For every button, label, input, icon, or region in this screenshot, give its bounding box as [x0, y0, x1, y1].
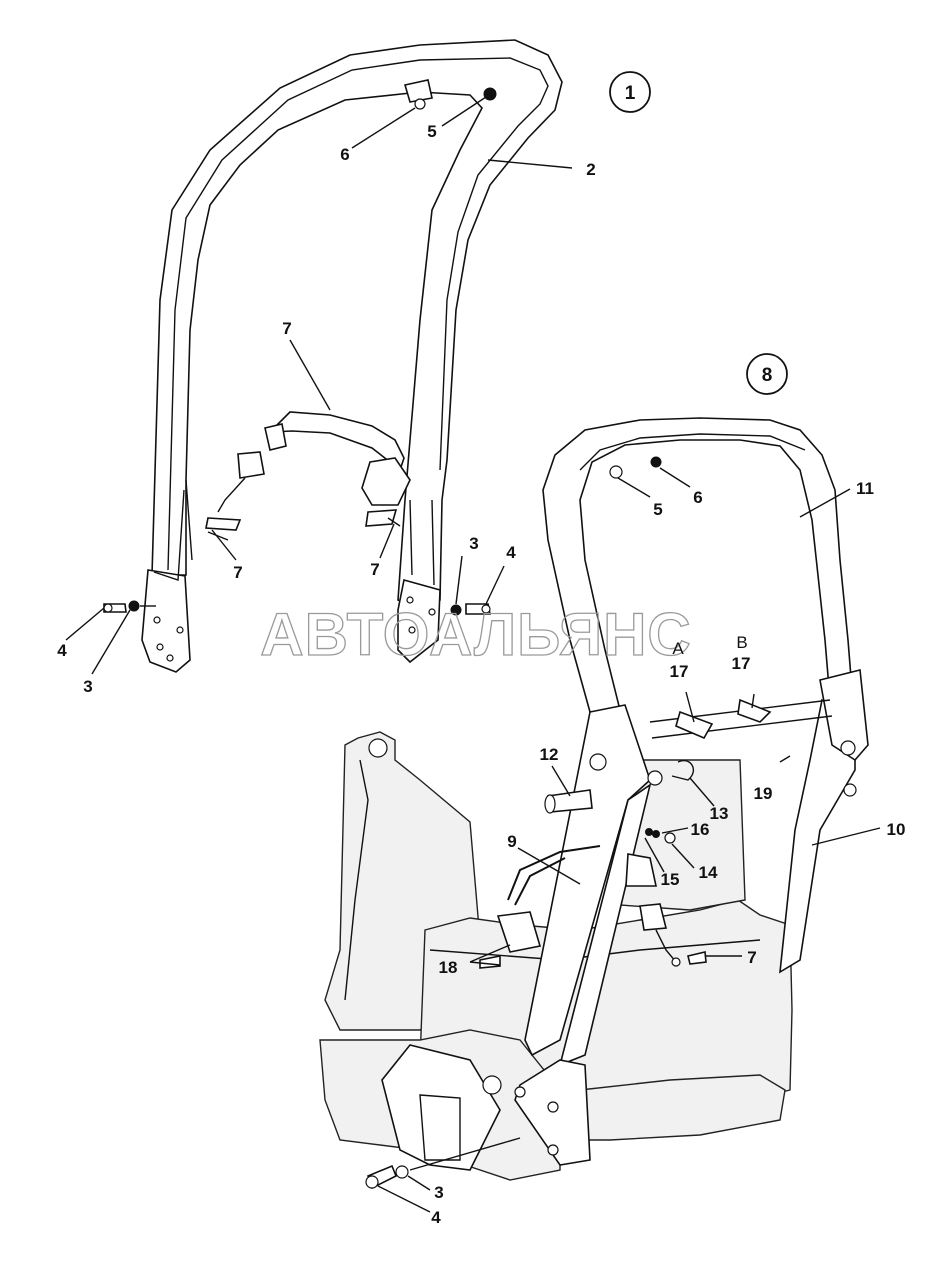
watermark: АВТОАЛЬЯНС — [260, 601, 692, 668]
callout-16: 16 — [691, 820, 710, 839]
callout-17-a: 17 — [670, 662, 689, 681]
callout-4-upper-right: 4 — [506, 543, 516, 562]
letter-a: A — [672, 639, 684, 658]
left-mount-plate — [141, 569, 191, 673]
callout-4-upper-left: 4 — [57, 641, 67, 660]
leaders-upper — [65, 96, 573, 675]
callout-3-upper-left: 3 — [83, 677, 92, 696]
bolts-upper-left — [103, 600, 156, 613]
bucket-bracket — [381, 1044, 501, 1171]
callout-12: 12 — [540, 745, 559, 764]
callout-3-lower: 3 — [434, 1183, 443, 1202]
callout-17-b: 17 — [732, 654, 751, 673]
callout-10: 10 — [887, 820, 906, 839]
callout-5-lower: 5 — [653, 500, 662, 519]
callout-9: 9 — [507, 832, 516, 851]
seat-belt-upper — [205, 411, 411, 541]
callout-15: 15 — [661, 870, 680, 889]
callout-6-upper: 6 — [340, 145, 349, 164]
view-8-label: 8 — [762, 365, 773, 386]
nut-5 — [483, 87, 497, 101]
bolts-upper-right — [450, 603, 491, 616]
rollbar-lower — [514, 417, 869, 1166]
rollbar-upper — [141, 39, 563, 673]
seat-belt-lower — [496, 845, 681, 967]
pad-6 — [414, 98, 426, 110]
callout-6-lower: 6 — [693, 488, 702, 507]
left-upright — [524, 704, 651, 1057]
callout-18: 18 — [439, 958, 458, 977]
leaders-lower — [377, 467, 881, 1213]
view-1-marker: 1 — [609, 71, 651, 113]
bolts-lower — [365, 828, 707, 1190]
decal-a — [675, 710, 714, 740]
callout-14: 14 — [699, 863, 718, 882]
pin-and-clip — [544, 759, 694, 814]
callout-4-lower: 4 — [431, 1208, 441, 1227]
view-1-label: 1 — [625, 83, 636, 104]
callout-19: 19 — [754, 784, 773, 803]
callout-7-right: 7 — [370, 560, 379, 579]
letter-b: B — [736, 633, 747, 652]
callout-11: 11 — [856, 479, 874, 498]
callout-7-lower: 7 — [747, 948, 756, 967]
callout-13: 13 — [710, 804, 729, 823]
callout-2: 2 — [586, 160, 595, 179]
callout-7-left: 7 — [233, 563, 242, 582]
callout-7-belt: 7 — [282, 319, 291, 338]
decal-b — [737, 698, 772, 723]
view-8-marker: 8 — [746, 353, 788, 395]
callout-5-upper: 5 — [427, 122, 436, 141]
machine-body — [319, 731, 793, 1181]
callout-3-upper-right: 3 — [469, 534, 478, 553]
